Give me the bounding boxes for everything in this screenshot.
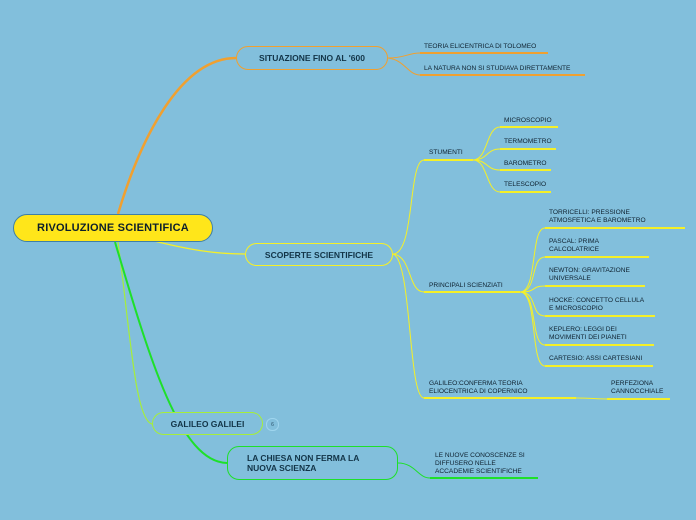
branch-galilei[interactable]: GALILEO GALILEI [152, 412, 263, 435]
connector-scienziato-1 [519, 227, 546, 293]
leaf-scienziato[interactable]: KEPLERO: LEGGI DEI MOVIMENTI DEI PIANETI [549, 326, 627, 342]
leaf-line: PERFEZIONA [611, 380, 654, 387]
leaf-line: MOVIMENTI DEI PIANETI [549, 334, 627, 341]
connector-galileo-cannocchiale [575, 397, 608, 400]
connector-strumento-3 [472, 159, 501, 171]
leaf-line: CARTESIO: ASSI CARTESIANI [549, 355, 643, 362]
leaf-tolomeo[interactable]: TEORIA ELICENTRICA DI TOLOMEO [424, 43, 537, 50]
subtopic-scienziati[interactable]: PRINCIPALI SCIENZIATI [429, 282, 503, 289]
connector-central-galilei [117, 241, 153, 425]
leaf-scienziato[interactable]: NEWTON: GRAVITAZIONE UNIVERSALE [549, 267, 630, 283]
central-topic[interactable]: RIVOLUZIONE SCIENTIFICA [13, 214, 213, 242]
connector-scoperte-scienziati [392, 253, 425, 293]
leaf-line: ATMOSFETICA E BAROMETRO [549, 217, 646, 224]
connector-chiesa-accademie [397, 462, 431, 479]
connector-situazione-tolomeo [387, 52, 421, 59]
branch-situazione-label: SITUAZIONE FINO AL '600 [259, 53, 365, 63]
leaf-scienziato[interactable]: PASCAL: PRIMA CALCOLATRICE [549, 238, 599, 254]
branch-chiesa-label: LA CHIESA NON FERMA LA NUOVA SCIENZA [247, 453, 359, 473]
connector-scienziato-6 [519, 291, 546, 367]
connector-central-chiesa [114, 241, 228, 464]
branch-chiesa-line-1: LA CHIESA NON FERMA LA [247, 453, 360, 463]
leaf-scienziato[interactable]: HOCKE: CONCETTO CELLULA E MICROSCOPIO [549, 297, 644, 313]
branch-scoperte[interactable]: SCOPERTE SCIENTIFICHE [245, 243, 393, 266]
leaf-line: HOCKE: CONCETTO CELLULA [549, 297, 645, 304]
branch-chiesa-line-2: NUOVA SCIENZA [247, 463, 317, 473]
leaf-scienziato[interactable]: CARTESIO: ASSI CARTESIANI [549, 355, 642, 363]
leaf-line: LE NUOVE CONOSCENZE SI [435, 452, 525, 459]
subtopic-galileo[interactable]: GALILEO:CONFERMA TEORIA ELIOCENTRICA DI … [429, 380, 528, 396]
leaf-scienziato[interactable]: TORRICELLI: PRESSIONE ATMOSFETICA E BARO… [549, 209, 646, 225]
leaf-natura[interactable]: LA NATURA NON SI STUDIAVA DIRETTAMENTE [424, 65, 571, 72]
branch-scoperte-label: SCOPERTE SCIENTIFICHE [264, 249, 374, 260]
branch-galilei-label: GALILEO GALILEI [170, 418, 245, 429]
leaf-line: PASCAL: PRIMA [549, 238, 600, 245]
branch-situazione[interactable]: SITUAZIONE FINO AL '600 [236, 46, 388, 70]
leaf-line: NEWTON: GRAVITAZIONE [549, 267, 630, 274]
subtopic-strumenti[interactable]: STUMENTI [429, 149, 463, 156]
central-topic-label: RIVOLUZIONE SCIENTIFICA [37, 222, 189, 234]
leaf-line: CALCOLATRICE [549, 246, 600, 253]
connector-situazione-natura [387, 57, 421, 76]
leaf-line: E MICROSCOPIO [549, 305, 603, 312]
connector-strumento-2 [472, 148, 501, 161]
connector-strumento-4 [472, 159, 501, 193]
leaf-line: GALILEO:CONFERMA TEORIA [429, 380, 523, 387]
leaf-strumento[interactable]: BAROMETRO [504, 160, 547, 167]
leaf-line: CANNOCCHIALE [611, 388, 664, 395]
collapsed-count-value: 6 [271, 421, 274, 428]
connector-scienziato-2 [519, 256, 546, 293]
connector-central-situazione [116, 56, 237, 215]
connector-scoperte-strumenti [392, 159, 425, 255]
leaf-line: KEPLERO: LEGGI DEI [549, 326, 617, 333]
connector-central-scoperte [149, 239, 246, 255]
leaf-line: ACCADEMIE SCIENTIFICHE [435, 468, 522, 475]
leaf-line: UNIVERSALE [549, 275, 591, 282]
leaf-line: ELIOCENTRICA DI COPERNICO [429, 388, 528, 395]
leaf-line: DIFFUSERO NELLE [435, 460, 496, 467]
connector-strumento-1 [472, 126, 501, 161]
branch-chiesa[interactable]: LA CHIESA NON FERMA LA NUOVA SCIENZA [227, 446, 398, 480]
leaf-strumento[interactable]: MICROSCOPIO [504, 117, 552, 124]
collapsed-count-badge[interactable]: 6 [266, 418, 279, 431]
leaf-cannocchiale[interactable]: PERFEZIONA CANNOCCHIALE [611, 380, 663, 396]
connector-scoperte-galileo [392, 253, 425, 399]
leaf-line: TORRICELLI: PRESSIONE [549, 209, 630, 216]
leaf-accademie[interactable]: LE NUOVE CONOSCENZE SI DIFFUSERO NELLE A… [435, 452, 525, 476]
leaf-strumento[interactable]: TELESCOPIO [504, 181, 547, 188]
connector-scienziato-3 [519, 285, 546, 293]
leaf-strumento[interactable]: TERMOMETRO [504, 138, 552, 145]
